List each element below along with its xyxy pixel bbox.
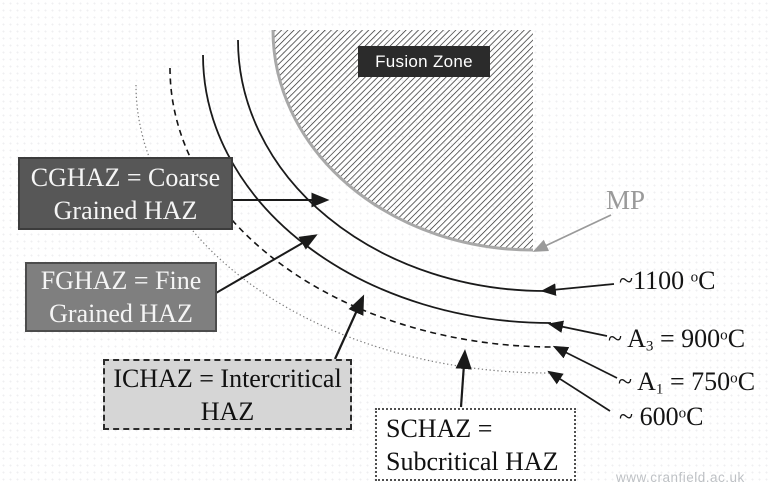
fghaz-box: FGHAZ = Fine Grained HAZ	[25, 262, 217, 332]
temp-a1-unit: C	[737, 367, 756, 396]
temp-600-unit: C	[686, 402, 704, 431]
temp-a1-pointer-arrow	[552, 345, 618, 379]
temp-1100-degree: o	[690, 269, 699, 286]
mp-label: MP	[606, 185, 646, 215]
temp-a3-pre: ~ A	[608, 324, 646, 353]
temp-a1-degree: o	[730, 370, 738, 387]
schaz-box: SCHAZ = Subcritical HAZ	[375, 408, 576, 481]
ichaz-pointer-arrow	[333, 294, 365, 360]
ichaz-line1: ICHAZ = Intercritical	[113, 363, 342, 393]
fusion-zone-label: Fusion Zone	[358, 46, 490, 77]
fghaz-pointer-arrow	[215, 234, 318, 294]
fusion-zone-hatched-area	[273, 30, 533, 250]
temp-1100-pointer-arrow	[540, 283, 615, 296]
temp-label-a1-750: ~ A1 = 750oC	[618, 367, 755, 398]
mp-pointer-arrow	[532, 214, 612, 252]
temp-600-degree: o	[678, 405, 687, 422]
schaz-line2: Subcritical HAZ	[386, 446, 559, 476]
isotherm-a1-750-arc	[169, 67, 555, 348]
isotherm-600-arc	[135, 84, 550, 374]
cghaz-line2: Grained HAZ	[53, 195, 198, 225]
schaz-pointer-arrow	[455, 349, 472, 408]
temp-a3-unit: C	[727, 324, 746, 353]
ichaz-box: ICHAZ = Intercritical HAZ	[103, 359, 352, 430]
temp-a1-value: = 750	[663, 367, 731, 396]
temp-label-1100: ~1100 oC	[619, 266, 716, 296]
temp-a1-subscript: 1	[655, 381, 664, 398]
melting-point-boundary-arc	[271, 29, 534, 252]
fghaz-line1: FGHAZ = Fine	[40, 266, 202, 295]
cghaz-box: CGHAZ = Coarse Grained HAZ	[18, 157, 233, 230]
fghaz-line2: Grained HAZ	[49, 299, 193, 328]
isotherm-1100-arc	[237, 39, 546, 292]
temp-a3-pointer-arrow	[547, 320, 608, 337]
temp-label-600: ~ 600oC	[619, 402, 703, 432]
watermark: www.cranfield.ac.uk	[616, 470, 745, 482]
ichaz-line2: HAZ	[200, 396, 255, 426]
temp-a3-subscript: 3	[645, 338, 654, 355]
schaz-line1: SCHAZ =	[386, 413, 493, 443]
temp-600-text: ~ 600	[619, 402, 679, 431]
temp-1100-text: ~1100	[619, 266, 691, 295]
temp-a1-pre: ~ A	[618, 367, 656, 396]
temp-label-a3-900: ~ A3 = 900oC	[608, 324, 745, 355]
cghaz-line1: CGHAZ = Coarse	[30, 162, 221, 192]
temp-1100-unit: C	[698, 266, 716, 295]
temp-a3-degree: o	[720, 327, 728, 344]
temp-a3-value: = 900	[653, 324, 721, 353]
temp-600-pointer-arrow	[547, 370, 611, 412]
